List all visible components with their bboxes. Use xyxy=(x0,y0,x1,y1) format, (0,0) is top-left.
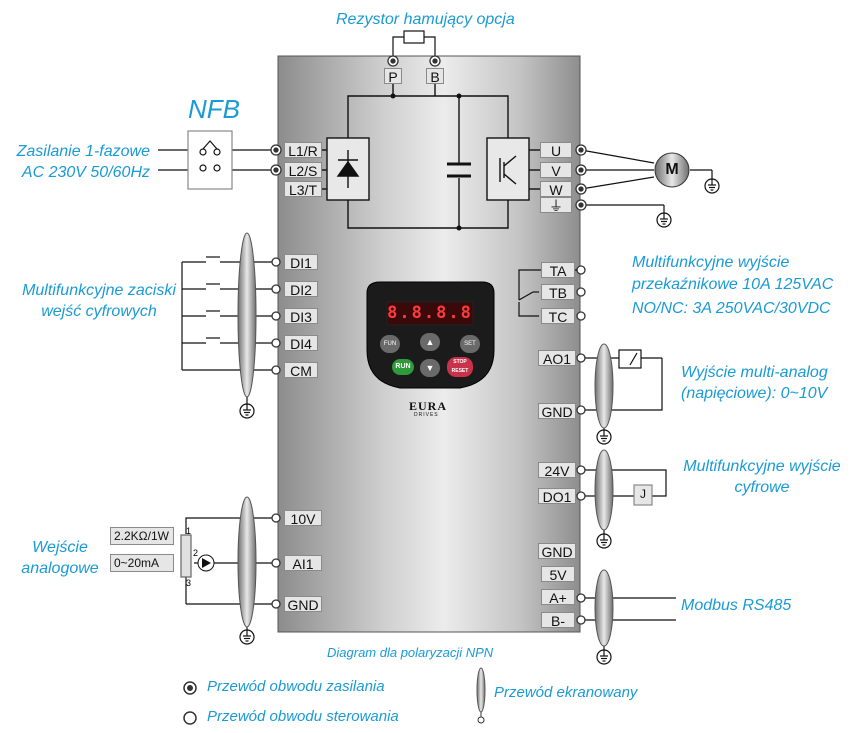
diagram-caption: Diagram dla polaryzacji NPN xyxy=(327,645,494,660)
pot-pin-3: 3 xyxy=(186,578,192,588)
relay-wiring xyxy=(518,269,539,317)
shield-ao xyxy=(594,343,614,429)
legend-icons xyxy=(183,667,486,725)
reset-label: RESET xyxy=(451,368,469,374)
brand-logo: EURA xyxy=(409,399,448,413)
terminal-di1: DI1 xyxy=(284,254,318,271)
terminal-l3: L3/T xyxy=(284,181,322,198)
shield-do xyxy=(594,449,614,531)
relay-coil-label: J xyxy=(640,487,646,501)
digital-input-wiring xyxy=(181,256,276,406)
terminal-p: P xyxy=(384,68,402,85)
shield-ai xyxy=(237,496,257,628)
legend-shielded-label: Przewód ekranowany xyxy=(494,684,638,701)
terminal-b: B xyxy=(426,68,444,85)
motor-wiring xyxy=(580,149,713,216)
terminal-do1: DO1 xyxy=(538,488,576,505)
ground-terminal-icon: ⏚ xyxy=(549,198,563,214)
terminal-gnd-com: GND xyxy=(538,543,576,560)
rectifier-icon xyxy=(336,150,360,188)
motor-label: M xyxy=(665,161,679,178)
current-range-label: 0~20mA xyxy=(110,554,174,572)
terminal-10v: 10V xyxy=(284,510,322,527)
digital-inputs-label-1: Multifunkcyjne zaciski xyxy=(22,282,176,299)
legend-control-label: Przewód obwodu sterowania xyxy=(207,708,399,725)
power-supply-label-2: AC 230V 50/60Hz xyxy=(21,164,150,181)
analog-input-label-2: analogowe xyxy=(21,560,99,577)
terminal-tb: TB xyxy=(541,284,575,301)
power-supply-label-1: Zasilanie 1-fazowe xyxy=(16,143,150,160)
terminal-v: V xyxy=(540,162,572,179)
terminal-ai1: AI1 xyxy=(284,555,322,572)
analog-input-wiring xyxy=(180,517,276,632)
control-wire-icon xyxy=(183,711,197,725)
relay-output-label-1: Multifunkcyjne wyjście xyxy=(632,254,790,271)
terminal-cm: CM xyxy=(284,362,318,379)
keypad-display xyxy=(386,301,474,326)
digital-output-label-2: cyfrowe xyxy=(734,479,790,496)
braking-resistor xyxy=(392,30,436,61)
pot-pin-1: 1 xyxy=(186,526,192,536)
down-arrow-icon: ▼ xyxy=(425,363,435,373)
terminal-di4: DI4 xyxy=(284,335,318,352)
terminal-l1: L1/R xyxy=(284,142,322,159)
terminal-5v: 5V xyxy=(541,566,575,583)
motor-icon xyxy=(654,152,690,188)
terminal-gnd-ai: GND xyxy=(284,596,322,613)
terminal-gnd-ao: GND xyxy=(538,403,576,420)
modbus-label: Modbus RS485 xyxy=(681,597,792,614)
terminal-u: U xyxy=(540,142,572,159)
shield-di xyxy=(237,232,257,398)
digital-output-label-1: Multifunkcyjne wyjście xyxy=(683,458,841,475)
terminal-ao1: AO1 xyxy=(538,350,576,367)
keypad-display-digits: 8.8.8.8 xyxy=(387,303,473,323)
digital-output-wiring xyxy=(581,469,667,536)
analog-output-label-1: Wyjście multi-analog xyxy=(681,364,828,381)
braking-resistor-label: Rezystor hamujący opcja xyxy=(336,11,515,28)
terminal-l2: L2/S xyxy=(284,162,322,179)
legend-power-label: Przewód obwodu zasilania xyxy=(207,678,385,695)
set-key[interactable]: SET xyxy=(460,335,480,353)
terminal-di2: DI2 xyxy=(284,281,318,298)
analog-output-wiring xyxy=(581,349,663,432)
shield-legend-icon xyxy=(476,667,486,713)
up-arrow-icon: ▲ xyxy=(425,337,435,347)
pot-pin-2: 2 xyxy=(193,548,199,558)
down-key[interactable]: ▼ xyxy=(420,359,440,377)
shield-modbus xyxy=(594,569,614,647)
nfb-label: NFB xyxy=(188,94,240,124)
relay-output-label-3: NO/NC: 3A 250VAC/30VDC xyxy=(632,300,831,317)
terminal-ta: TA xyxy=(541,262,575,279)
relay-output-label-2: przekaźnikowe 10A 125VAC xyxy=(632,276,834,293)
power-input-wiring xyxy=(158,130,276,190)
run-key[interactable]: RUN xyxy=(392,359,414,375)
analog-input-label-1: Wejście xyxy=(32,539,88,556)
pot-rating-label: 2.2KΩ/1W xyxy=(110,527,174,545)
stop-reset-key[interactable]: STOP RESET xyxy=(447,357,473,377)
analog-output-label-2: (napięciowe): 0~10V xyxy=(681,385,828,402)
terminal-di3: DI3 xyxy=(284,308,318,325)
terminal-24v: 24V xyxy=(538,462,576,479)
brand-sub: DRIVES xyxy=(414,412,439,418)
terminal-tc: TC xyxy=(541,308,575,325)
terminal-a-plus: A+ xyxy=(541,589,575,606)
ground-icons xyxy=(239,178,720,665)
terminal-b-minus: B- xyxy=(541,612,575,629)
up-key[interactable]: ▲ xyxy=(420,333,440,351)
stop-label: STOP xyxy=(453,359,467,365)
dc-bus xyxy=(312,82,542,229)
digital-inputs-label-2: wejść cyfrowych xyxy=(41,303,157,320)
terminal-w: W xyxy=(540,181,572,198)
fun-key[interactable]: FUN xyxy=(380,335,400,353)
inverter-icon xyxy=(499,155,517,185)
terminal-pe: ⏚ xyxy=(540,197,572,214)
terminal-screws xyxy=(270,55,587,625)
